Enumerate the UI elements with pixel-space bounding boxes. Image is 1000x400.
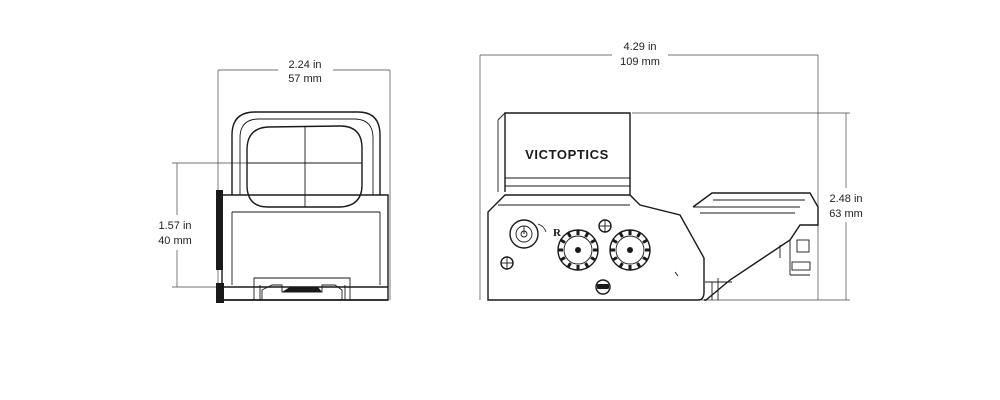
side-length-in: 4.29 in (623, 41, 656, 53)
front-width-dimension: 2.24 in 57 mm (217, 59, 391, 300)
front-side-block (216, 190, 223, 270)
side-length-mm: 109 mm (620, 56, 660, 68)
brightness-button-right-icon (609, 229, 651, 271)
side-height-in: 2.48 in (829, 193, 862, 205)
front-height-in: 1.57 in (158, 220, 191, 232)
front-mount-base (222, 277, 388, 301)
adjustment-knob: R (509, 219, 562, 249)
front-hood-outline (231, 111, 381, 195)
front-height-dimension: 1.57 in 40 mm (158, 162, 310, 288)
front-height-mm: 40 mm (158, 235, 192, 247)
knob-label-r: R (553, 227, 562, 239)
front-lens-window (246, 125, 363, 208)
side-view: 4.29 in 109 mm 2.48 in 63 mm VICTOPTICS (479, 41, 863, 301)
bottom-screw-icon (595, 279, 611, 295)
side-mount (692, 192, 819, 301)
side-height-mm: 63 mm (829, 208, 863, 220)
screw-icon (598, 219, 612, 233)
side-hood-outline (504, 112, 631, 195)
brand-logo-text: VICTOPTICS (525, 147, 609, 162)
brightness-button-left-icon (557, 229, 599, 271)
screw-icon (500, 256, 514, 270)
front-view: 2.24 in 57 mm 1.57 in 40 mm (158, 59, 391, 303)
side-length-dimension: 4.29 in 109 mm (479, 41, 819, 300)
side-body-outline (487, 194, 705, 301)
side-height-dimension: 2.48 in 63 mm (632, 112, 863, 301)
front-body-outline (221, 194, 389, 301)
front-width-mm: 57 mm (288, 73, 322, 85)
front-width-in: 2.24 in (288, 59, 321, 71)
